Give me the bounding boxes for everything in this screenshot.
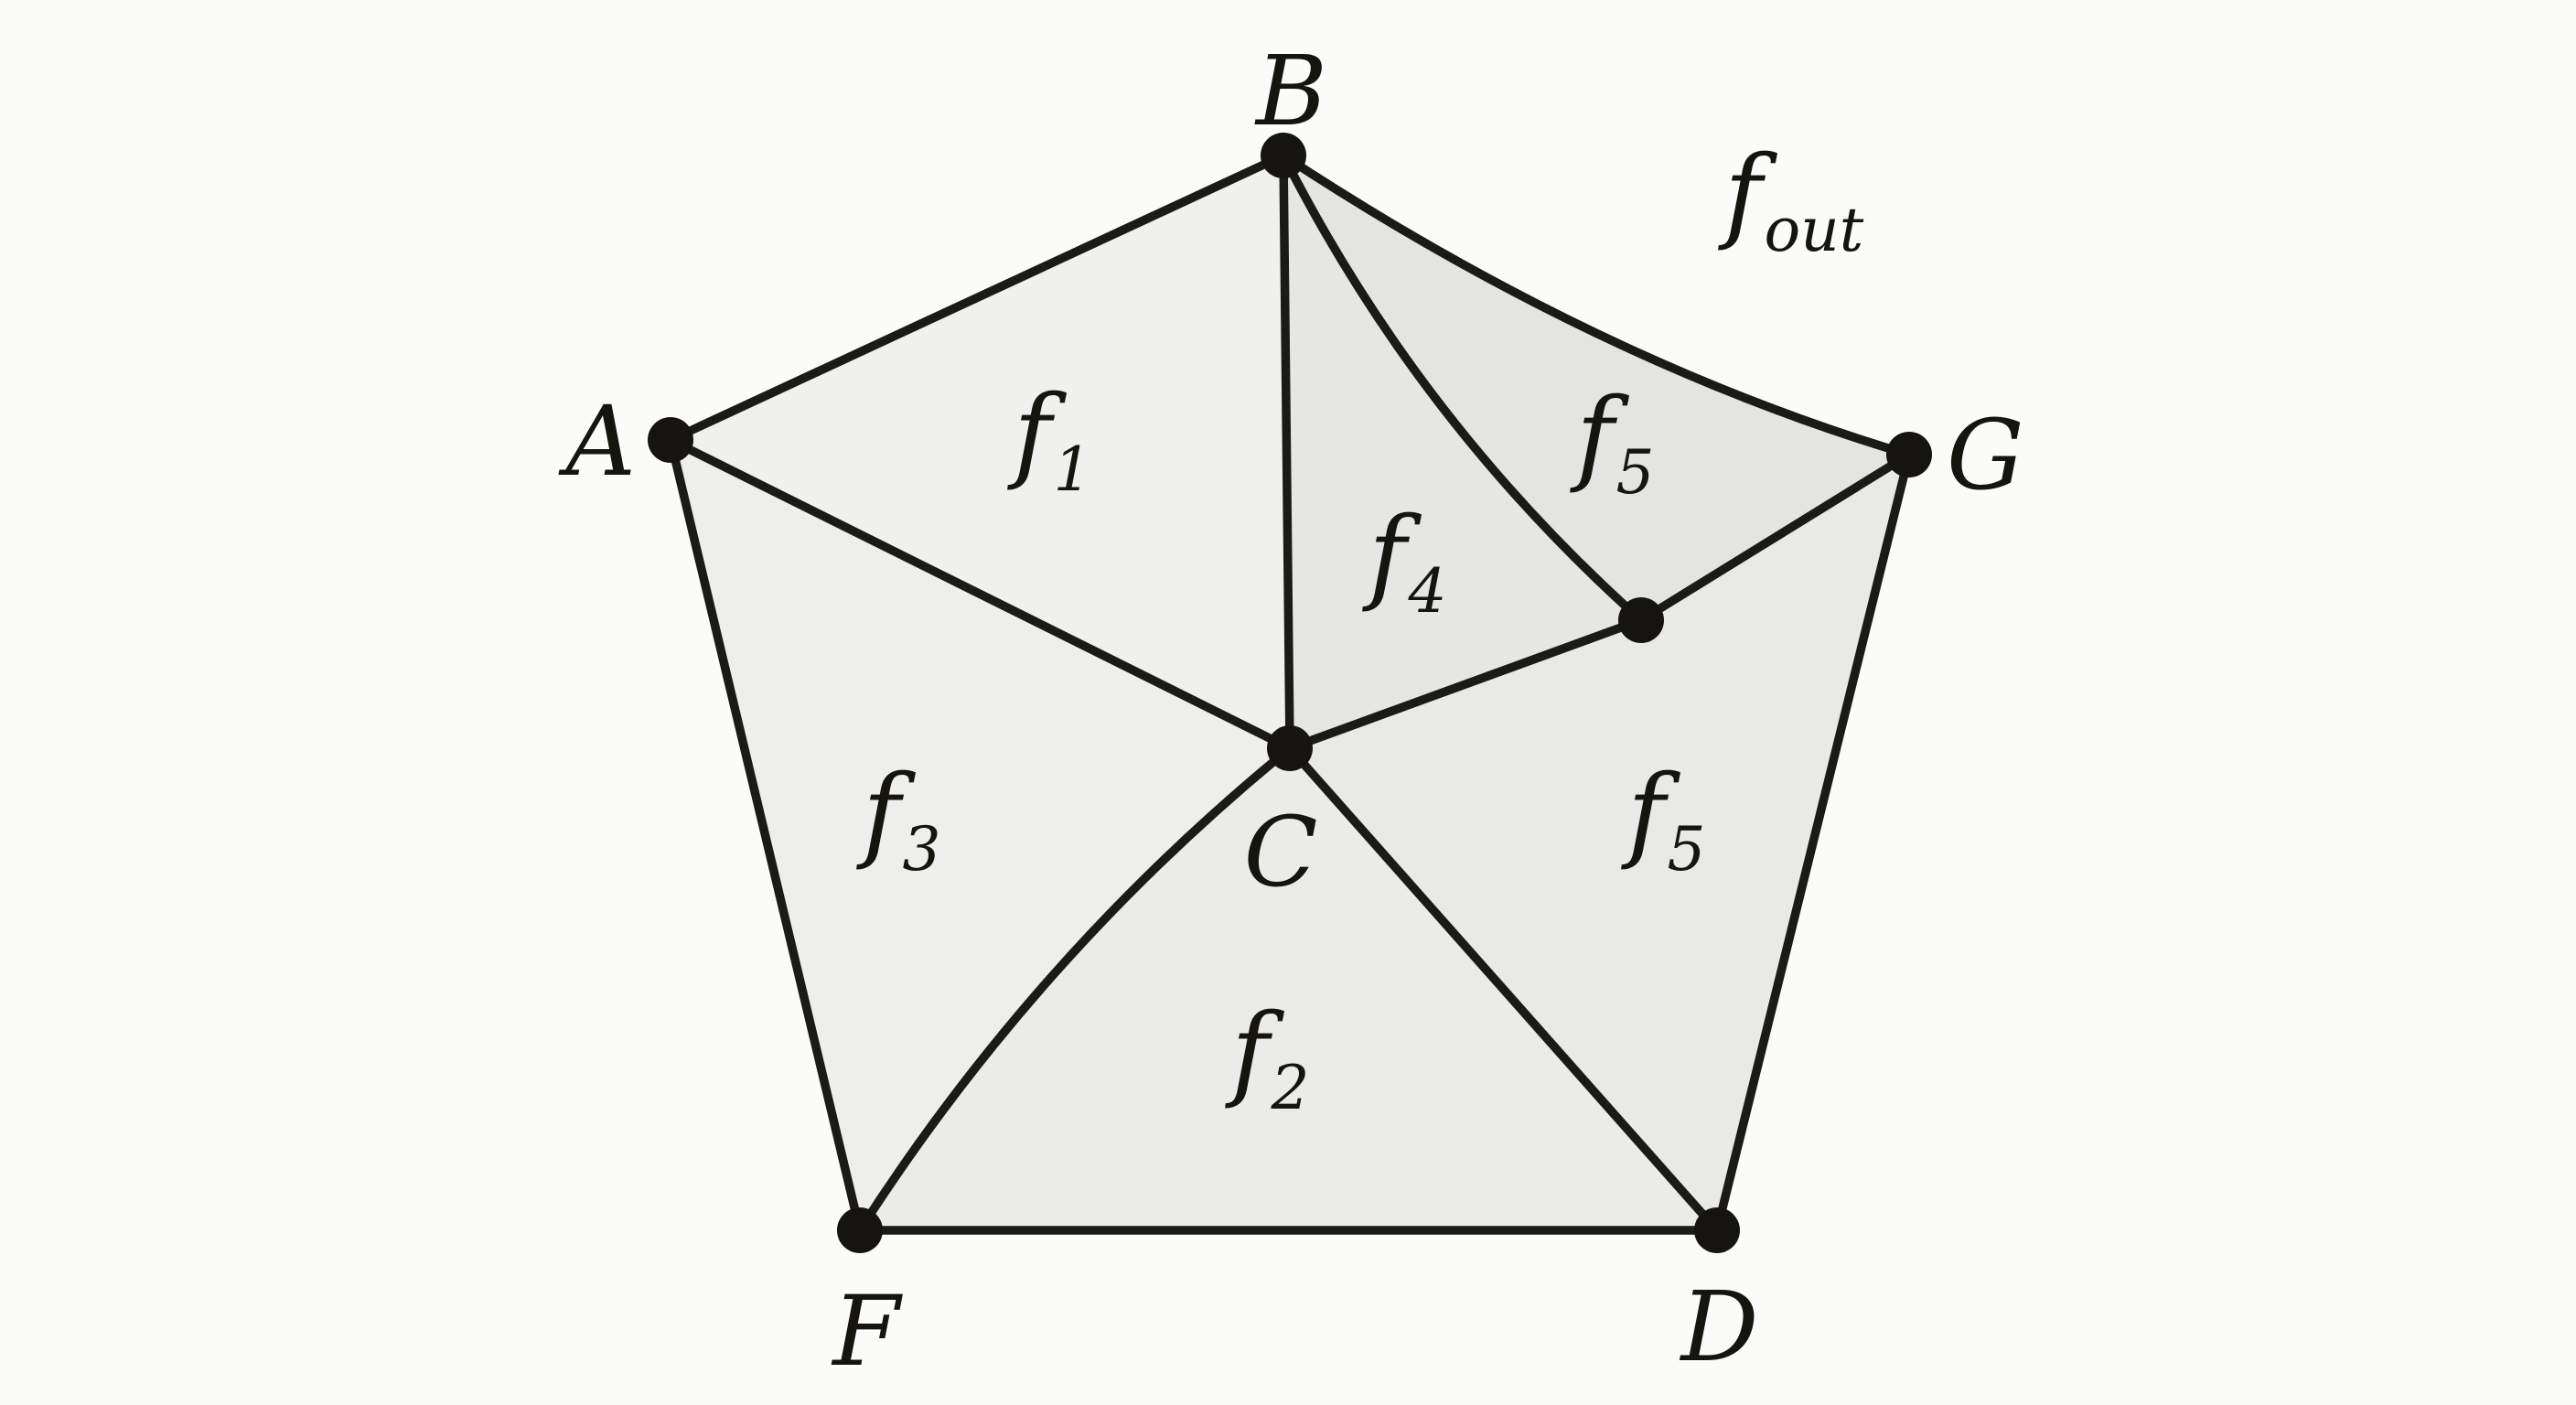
- edge-B-G: [1279, 151, 1914, 459]
- face-label-sub-f-out: out: [1764, 195, 1863, 265]
- face-label-sub-f4: 4: [1407, 556, 1446, 627]
- vertex-dot-G: [1886, 432, 1932, 477]
- face-f4: [1283, 156, 1641, 748]
- vertex-dot-A: [648, 417, 693, 463]
- face-f5-right: [1290, 455, 1909, 1230]
- edge-C-F: [855, 744, 1294, 1235]
- face-label-f-out: fout: [1718, 134, 1864, 265]
- face-label-sub-f5-top: 5: [1615, 437, 1654, 508]
- vertex-label-G: G: [1947, 399, 2024, 511]
- edge-H-G: [1637, 450, 1914, 625]
- vertex-label-C: C: [1243, 796, 1317, 908]
- face-f1: [671, 156, 1290, 748]
- vertex-label-A: A: [557, 385, 636, 498]
- face-label-sub-f2: 2: [1270, 1053, 1309, 1123]
- vertex-dot-C: [1267, 725, 1313, 771]
- vertex-label-D: D: [1680, 1271, 1759, 1383]
- face-label-sub-f5-right: 5: [1667, 814, 1705, 885]
- face-f2: [860, 748, 1717, 1230]
- edge-C-D: [1285, 744, 1722, 1235]
- vertex-dot-H: [1618, 597, 1664, 643]
- edge-G-D: [1712, 450, 1914, 1235]
- edge-A-B: [666, 151, 1288, 445]
- face-f5-top: [1283, 156, 1909, 620]
- vertex-dot-B: [1261, 133, 1306, 178]
- face-label-sub-f3: 3: [902, 814, 940, 885]
- vertex-dot-F: [837, 1207, 883, 1253]
- vertex-label-F: F: [831, 1275, 903, 1388]
- face-f3: [671, 440, 1290, 1230]
- edge-C-H: [1285, 616, 1646, 753]
- vertex-dot-D: [1694, 1207, 1740, 1253]
- face-label-sub-f1: 1: [1053, 434, 1091, 505]
- vertex-label-B: B: [1254, 35, 1327, 147]
- edge-B-C: [1279, 151, 1294, 753]
- edge-A-C: [666, 435, 1294, 753]
- edge-B-H: [1279, 151, 1646, 625]
- edge-F-A: [666, 435, 864, 1235]
